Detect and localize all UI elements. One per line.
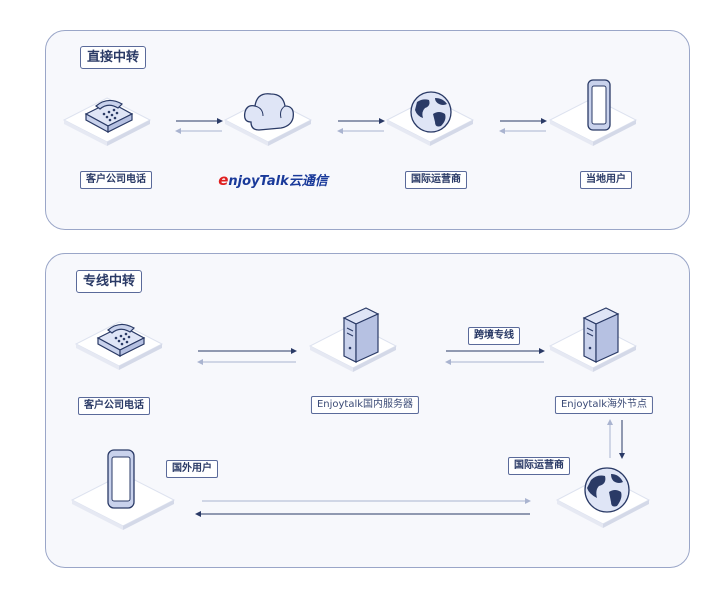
overseas-node [548,307,638,372]
dedicated-line-label: 跨境专线 [468,327,520,345]
intl-carrier-label: 国际运营商 [508,457,570,475]
cloud-icon [243,93,294,131]
enjoytalk-logo: enjoyTalk云通信 [218,171,328,189]
mobile-phone-icon [107,449,135,509]
dedicated-line-title: 专线中转 [76,270,143,293]
telephone-icon [96,323,146,358]
server-icon [582,307,620,363]
mobile-node [70,449,176,530]
telephone-icon [84,99,134,134]
mobile-phone-icon [587,79,611,131]
mobile-node [548,79,638,146]
direct-relay-title: 直接中转 [80,46,147,69]
cloud-node [223,93,313,146]
intl-carrier-label: 国际运营商 [405,171,467,189]
globe-node [385,91,475,146]
phone-node [62,97,152,146]
server-icon [342,307,380,363]
globe-icon [584,467,630,513]
client-phone-label: 客户公司电话 [78,397,150,415]
globe-node [555,467,651,528]
local-user-label: 当地用户 [580,171,632,189]
domestic-server-node [308,307,398,372]
globe-icon [410,91,452,133]
overseas-user-label: 国外用户 [166,460,218,478]
client-phone-label: 客户公司电话 [80,171,152,189]
phone-node [74,321,164,370]
domestic-server-label: Enjoytalk国内服务器 [310,396,420,414]
overseas-node-label: Enjoytalk海外节点 [554,396,654,414]
